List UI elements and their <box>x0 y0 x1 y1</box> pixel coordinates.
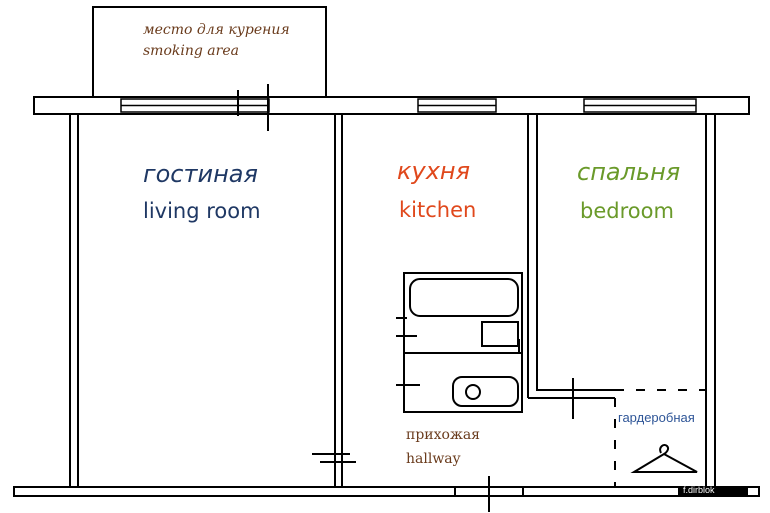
bathroom-block <box>396 272 523 413</box>
watermark: f.dirblok <box>683 485 715 495</box>
right-exterior-wall <box>705 114 716 487</box>
toilet <box>452 376 519 407</box>
windows <box>120 98 697 113</box>
balcony-door <box>237 84 269 131</box>
bottom-exterior-wall <box>13 486 760 497</box>
living-kitchen-wall <box>334 114 343 487</box>
coat-hanger-icon <box>630 443 698 473</box>
kitchen-label-ru: кухня <box>397 157 471 185</box>
kitchen-label-en: kitchen <box>399 198 477 222</box>
door-marks <box>312 378 574 512</box>
hallway-label-ru: прихожая <box>406 427 481 443</box>
kitchen-bedroom-wall <box>527 114 615 399</box>
balcony-outline <box>92 6 327 97</box>
top-exterior-wall <box>33 96 750 115</box>
sink <box>481 321 519 347</box>
wardrobe-outline <box>614 389 706 487</box>
toilet-bowl <box>465 384 481 400</box>
living-room-label-en: living room <box>143 199 261 223</box>
wardrobe-label: гардеробная <box>618 410 695 425</box>
smoking-area-label-en: smoking area <box>143 43 239 59</box>
bathroom-outline <box>403 272 523 413</box>
bathtub <box>409 278 519 317</box>
smoking-area-label-ru: место для курения <box>143 22 290 38</box>
hallway-label-en: hallway <box>406 451 461 467</box>
bedroom-label-en: bedroom <box>580 199 674 223</box>
living-room-label-ru: гостиная <box>143 160 258 188</box>
bedroom-label-ru: спальня <box>577 158 681 186</box>
left-exterior-wall <box>69 114 79 487</box>
